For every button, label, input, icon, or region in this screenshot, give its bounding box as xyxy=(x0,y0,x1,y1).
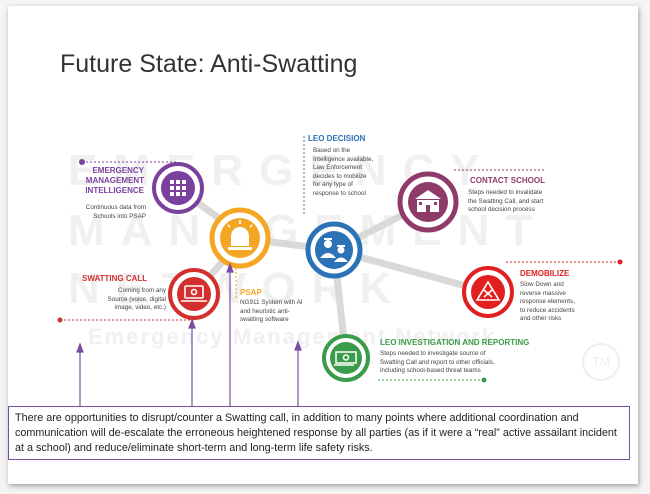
leo-desc-line-2: Intelligence available, xyxy=(313,155,374,163)
summary-note: There are opportunities to disrupt/count… xyxy=(8,406,630,460)
contact-school-title: CONTACT SCHOOL xyxy=(470,176,545,185)
swatting-title: SWATTING CALL xyxy=(82,274,148,283)
leo-desc-line-6: response to school xyxy=(313,189,366,197)
psap-title: PSAP xyxy=(240,288,262,297)
callout-dot-demobilize xyxy=(617,259,623,265)
demobilize-title: DEMOBILIZE xyxy=(520,269,570,278)
leo-desc-line-1: Based on the xyxy=(313,147,351,154)
building-grid-icon xyxy=(170,180,186,196)
node-demobilize xyxy=(462,266,514,318)
demobilize-desc-line-3: response elements, xyxy=(520,298,575,305)
contact-desc-line-2: the Swatting Call, and start xyxy=(468,197,544,205)
investigation-desc-line-3: including school-based threat teams xyxy=(380,367,481,374)
node-leo-investigation xyxy=(322,334,370,382)
emi-title-line-1: EMERGENCY xyxy=(92,166,144,175)
node-emi xyxy=(152,162,204,214)
contact-desc-line-3: school decision process xyxy=(468,206,535,213)
slide: Future State: Anti-Swatting EMERGENCY MA… xyxy=(8,6,638,484)
warning-triangle-icon xyxy=(475,280,501,301)
investigation-description: Steps needed to investigate source of Sw… xyxy=(380,350,540,376)
siren-icon xyxy=(227,220,253,250)
investigation-desc-line-1: Steps needed to investigate source of xyxy=(380,350,486,357)
node-swatting-call xyxy=(168,268,220,320)
emi-desc-line-2: Schools into PSAP xyxy=(93,212,146,220)
callout-dot-investigation xyxy=(481,377,487,383)
node-psap xyxy=(209,207,271,269)
leo-decision-description: Based on the Intelligence available, Law… xyxy=(313,147,403,198)
trademark-mark: TM xyxy=(582,343,620,381)
laptop-icon xyxy=(181,285,207,302)
watermark-line-4: Emergency Management Network xyxy=(88,324,497,349)
swatting-description: Coming from any Source (voice, digital i… xyxy=(76,287,166,313)
emi-title-line-2: MANAGEMENT xyxy=(85,176,144,185)
police-officers-icon xyxy=(320,238,348,262)
demobilize-desc-line-4: to reduce accidents xyxy=(520,306,575,314)
slide-title: Future State: Anti-Swatting xyxy=(60,50,358,78)
node-leo-decision xyxy=(305,221,363,279)
psap-description: NG911 System with AI and heuristic anti-… xyxy=(240,299,330,325)
swatting-desc-line-3: image, video, etc.) xyxy=(114,304,166,311)
school-icon xyxy=(415,190,441,212)
contact-school-description: Steps needed to invalidate the Swatting … xyxy=(468,189,588,215)
swatting-desc-line-1: Coming from any xyxy=(118,287,166,294)
arrows-to-note xyxy=(76,262,302,406)
callout-dot-swatting xyxy=(57,317,63,323)
leo-desc-line-4: decides to mobilize xyxy=(313,172,367,180)
investigation-desc-line-2: Swatting Call and report to other offici… xyxy=(380,358,495,366)
callout-dot-emi xyxy=(79,159,85,165)
money-icon xyxy=(334,351,357,366)
contact-desc-line-1: Steps needed to invalidate xyxy=(468,189,543,196)
leo-decision-title: LEO DECISION xyxy=(308,134,366,143)
demobilize-description: Slow Down and reverse massive response e… xyxy=(520,281,610,324)
demobilize-desc-line-1: Slow Down and xyxy=(520,281,564,288)
psap-desc-line-2: and heuristic anti- xyxy=(240,307,290,315)
process-diagram xyxy=(57,136,623,406)
emi-title: EMERGENCY MANAGEMENT INTELLIGENCE xyxy=(80,166,144,196)
swatting-desc-line-2: Source (voice, digital xyxy=(107,295,166,303)
leo-desc-line-3: Law Enforcement xyxy=(313,164,363,171)
psap-desc-line-3: swatting software xyxy=(240,316,289,323)
leo-desc-line-5: for any type of xyxy=(313,181,353,188)
emi-description: Continuous data from Schools into PSAP xyxy=(66,204,146,221)
demobilize-desc-line-2: reverse massive xyxy=(520,289,566,297)
investigation-title: LEO INVESTIGATION AND REPORTING xyxy=(380,338,530,347)
emi-title-line-3: INTELLIGENCE xyxy=(85,186,144,195)
psap-desc-line-1: NG911 System with AI xyxy=(240,299,303,306)
node-contact-school xyxy=(397,171,459,233)
emi-desc-line-1: Continuous data from xyxy=(85,204,146,211)
demobilize-desc-line-5: and other risks xyxy=(520,315,562,322)
callout-lines xyxy=(60,136,620,381)
